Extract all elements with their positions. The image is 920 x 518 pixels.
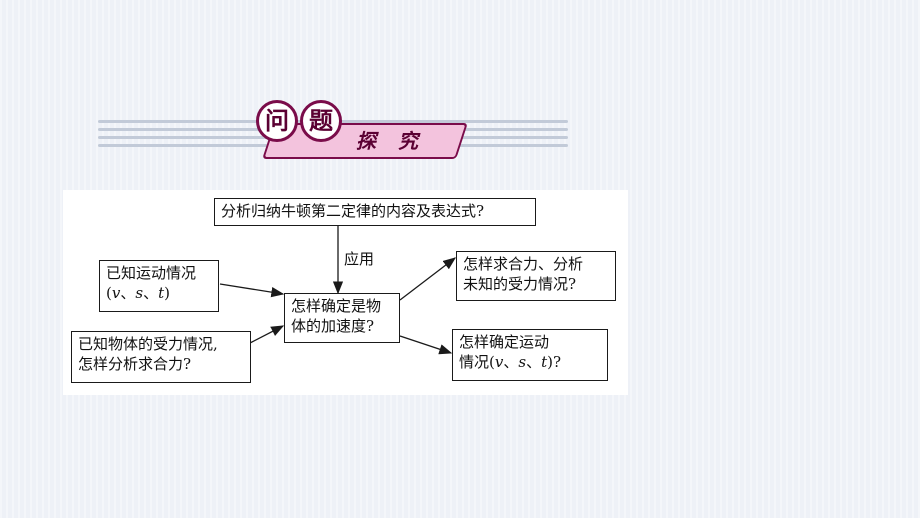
known-motion-box: 已知运动情况 (v、s、t)	[99, 260, 219, 312]
known-motion-line1: 已知运动情况	[106, 264, 197, 282]
known-motion-line2: (v、s、t)	[106, 284, 170, 302]
banner-title-char: 问	[256, 100, 298, 142]
center-question-line2: 体的加速度?	[291, 317, 375, 335]
arrow-center-to-result-motion	[399, 335, 453, 355]
result-motion-line1: 怎样确定运动	[459, 333, 550, 351]
known-force-box: 已知物体的受力情况, 怎样分析求合力?	[71, 331, 251, 383]
concept-diagram: 分析归纳牛顿第二定律的内容及表达式? 应用 已知运动情况 (v、s、t) 已知物…	[63, 190, 628, 395]
arrow-center-to-result-force	[399, 257, 457, 301]
result-motion-line2: 情况(v、s、t)?	[459, 353, 562, 371]
banner-tag-char: 探	[356, 129, 376, 153]
arrow-motion-to-center	[219, 283, 285, 298]
arrow-force-to-center	[249, 325, 285, 344]
diagram-connectors	[219, 226, 457, 355]
known-force-line2: 怎样分析求合力?	[78, 355, 192, 373]
result-force-box: 怎样求合力、分析 未知的受力情况?	[456, 251, 616, 301]
center-question-line1: 怎样确定是物	[291, 297, 382, 315]
result-motion-box: 怎样确定运动 情况(v、s、t)?	[452, 329, 608, 381]
section-banner: 问 题 探 究	[98, 98, 578, 162]
top-question-text: 分析归纳牛顿第二定律的内容及表达式?	[221, 202, 485, 220]
banner-title-char: 题	[300, 100, 342, 142]
banner-tag-char: 究	[398, 129, 418, 153]
center-question-box: 怎样确定是物 体的加速度?	[284, 293, 400, 343]
result-force-line1: 怎样求合力、分析	[463, 255, 584, 273]
top-question-box: 分析归纳牛顿第二定律的内容及表达式?	[214, 198, 536, 226]
known-force-line1: 已知物体的受力情况,	[78, 335, 218, 353]
result-force-line2: 未知的受力情况?	[463, 275, 577, 293]
apply-label: 应用	[344, 250, 375, 268]
